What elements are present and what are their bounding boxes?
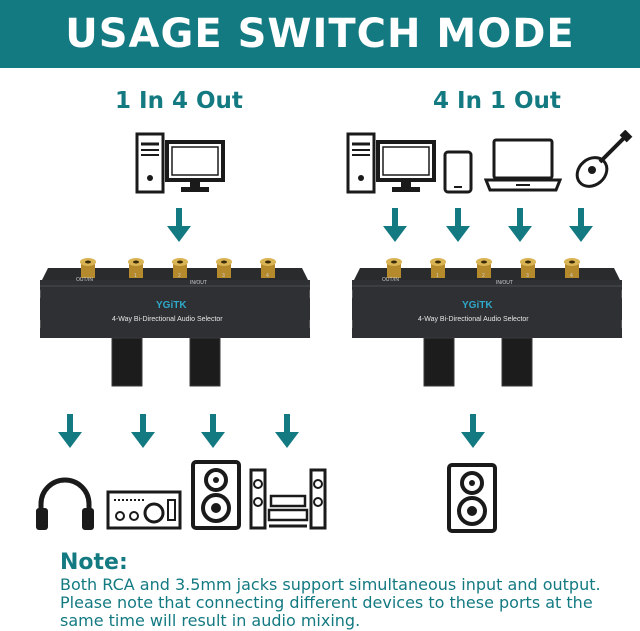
title-banner: USAGE SWITCH MODE xyxy=(0,0,640,68)
note-body: Both RCA and 3.5mm jacks support simulta… xyxy=(60,575,601,630)
model-label: 4-Way Bi-Directional Audio Selector xyxy=(112,316,223,323)
amplifier-icon xyxy=(106,490,182,530)
audio-selector-device: OUT/IN 1 2 3 4 IN/OUT YGiTK 4-Way Bi-Dir… xyxy=(352,250,622,390)
port-label-1: 1 xyxy=(134,273,137,279)
arrow-down-icon xyxy=(131,414,155,450)
guitar-icon xyxy=(575,130,633,188)
port-label-2: 2 xyxy=(482,273,485,279)
desktop-computer-icon xyxy=(346,132,436,194)
desktop-computer-icon xyxy=(135,132,225,194)
arrow-down-icon xyxy=(167,208,191,244)
brand-logo: YGiTK xyxy=(462,300,493,311)
brand-logo: YGiTK xyxy=(156,300,187,311)
port-group-label: IN/OUT xyxy=(190,280,207,286)
arrow-down-icon xyxy=(275,414,299,450)
home-theater-icon xyxy=(249,468,327,530)
laptop-icon xyxy=(484,138,562,192)
arrow-down-icon xyxy=(508,208,532,244)
arrow-down-icon xyxy=(461,414,485,450)
headphones-icon xyxy=(36,477,94,530)
tablet-icon xyxy=(443,150,473,194)
port-label-2: 2 xyxy=(178,273,181,279)
arrow-down-icon xyxy=(569,208,593,244)
port-label-out-in: OUT/IN xyxy=(382,277,399,283)
port-label-4: 4 xyxy=(570,273,573,279)
port-group-label: IN/OUT xyxy=(496,280,513,286)
banner-title: USAGE SWITCH MODE xyxy=(65,11,575,57)
audio-selector-device: OUT/IN 1 2 3 4 IN/OUT YGiTK 4-Way Bi-Dir… xyxy=(40,250,310,390)
port-label-4: 4 xyxy=(266,273,269,279)
arrow-down-icon xyxy=(383,208,407,244)
port-label-3: 3 xyxy=(222,273,225,279)
mode-title-4-in-1-out: 4 In 1 Out xyxy=(433,88,561,114)
mode-title-1-in-4-out: 1 In 4 Out xyxy=(115,88,243,114)
speaker-icon xyxy=(447,462,497,534)
speaker-icon xyxy=(191,459,241,531)
arrow-down-icon xyxy=(58,414,82,450)
rca-jack-out-in xyxy=(78,256,98,278)
arrow-down-icon xyxy=(201,414,225,450)
port-label-3: 3 xyxy=(526,273,529,279)
note-heading: Note: xyxy=(60,550,128,575)
model-label: 4-Way Bi-Directional Audio Selector xyxy=(418,316,529,323)
port-label-out-in: OUT/IN xyxy=(76,277,93,283)
port-label-1: 1 xyxy=(436,273,439,279)
rca-jack-out-in xyxy=(384,256,404,278)
arrow-down-icon xyxy=(446,208,470,244)
